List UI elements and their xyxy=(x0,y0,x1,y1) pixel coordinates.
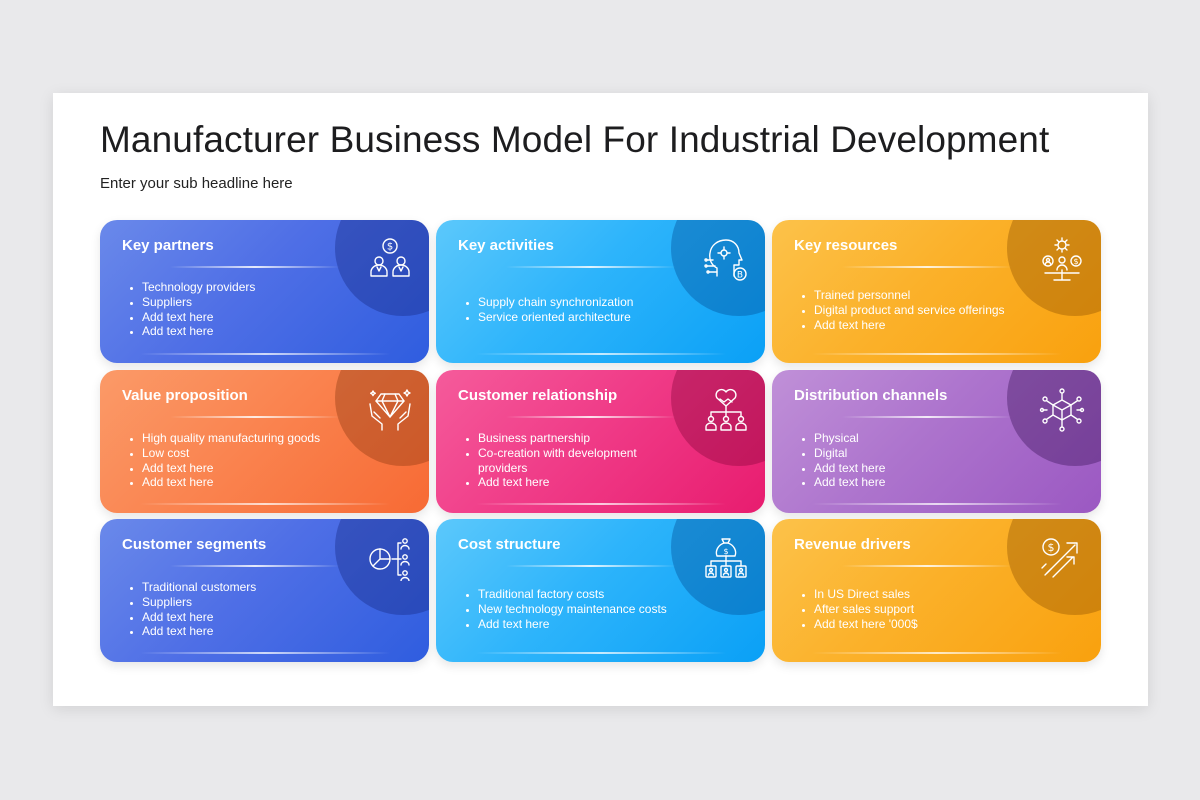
bottom-divider xyxy=(812,652,1062,654)
hands-diamond-icon xyxy=(367,386,413,432)
list-item: Business partnership xyxy=(478,431,675,446)
card-title: Key activities xyxy=(458,237,554,254)
title-divider xyxy=(170,266,340,268)
card-title: Customer relationship xyxy=(458,387,618,404)
card-title: Value proposition xyxy=(122,387,248,404)
svg-text:$: $ xyxy=(1073,257,1078,266)
list-item: Physical xyxy=(814,431,1011,446)
title-divider xyxy=(842,266,1012,268)
bottom-divider xyxy=(476,503,726,505)
pie-chart-people-icon xyxy=(367,535,413,581)
card-bullet-list: In US Direct sales After sales support A… xyxy=(794,587,1011,631)
gear-people-money-icon: $ xyxy=(1039,236,1085,282)
card-revenue-drivers: $ Revenue drivers In US Direct sales Aft… xyxy=(772,519,1101,662)
page-title: Manufacturer Business Model For Industri… xyxy=(100,119,1050,160)
list-item: Digital product and service offerings xyxy=(814,303,1011,318)
svg-text:B: B xyxy=(737,271,743,281)
card-distribution-channels: Distribution channels Physical Digital A… xyxy=(772,370,1101,513)
card-bullet-list: High quality manufacturing goods Low cos… xyxy=(122,431,339,490)
list-item: Supply chain synchronization xyxy=(478,295,675,310)
list-item: Service oriented architecture xyxy=(478,310,675,325)
slide: Manufacturer Business Model For Industri… xyxy=(53,93,1148,706)
robot-head-bitcoin-icon: B xyxy=(703,236,749,282)
list-item: Add text here xyxy=(142,475,339,490)
card-title: Key partners xyxy=(122,237,214,254)
list-item: Technology providers xyxy=(142,280,339,295)
svg-text:$: $ xyxy=(1048,541,1055,554)
page-subtitle: Enter your sub headline here xyxy=(100,175,293,192)
list-item: After sales support xyxy=(814,602,1011,617)
list-item: Add text here xyxy=(478,617,675,632)
card-bullet-list: Traditional factory costs New technology… xyxy=(458,587,675,631)
bottom-divider xyxy=(140,503,390,505)
bottom-divider xyxy=(812,503,1062,505)
list-item: Suppliers xyxy=(142,295,339,310)
card-customer-relationship: Customer relationship Business partnersh… xyxy=(436,370,765,513)
list-item: Add text here xyxy=(814,475,1011,490)
bottom-divider xyxy=(476,652,726,654)
money-bag-hierarchy-icon: $ xyxy=(703,535,749,581)
list-item: High quality manufacturing goods xyxy=(142,431,339,446)
list-item: Low cost xyxy=(142,446,339,461)
list-item: Add text here xyxy=(814,318,1011,333)
card-key-resources: $ Key resources Trained personnel Digita… xyxy=(772,220,1101,363)
list-item: Add text here xyxy=(142,324,339,339)
card-bullet-list: Physical Digital Add text here Add text … xyxy=(794,431,1011,490)
card-bullet-list: Supply chain synchronization Service ori… xyxy=(458,295,675,325)
card-title: Distribution channels xyxy=(794,387,948,404)
list-item: Digital xyxy=(814,446,1011,461)
title-divider xyxy=(842,416,1012,418)
title-divider xyxy=(506,565,676,567)
list-item: Add text here xyxy=(142,610,339,625)
svg-text:$: $ xyxy=(387,242,393,253)
heart-handshake-people-icon xyxy=(703,386,749,432)
card-title: Cost structure xyxy=(458,536,561,553)
title-divider xyxy=(170,416,340,418)
business-model-grid: $ Key partners Technology providers Supp… xyxy=(100,220,1101,662)
list-item: Co-creation with development providers xyxy=(478,446,675,476)
card-title: Customer segments xyxy=(122,536,267,553)
bottom-divider xyxy=(140,353,390,355)
list-item: Add text here '000$ xyxy=(814,617,1011,632)
list-item: Traditional customers xyxy=(142,580,339,595)
list-item: Add text here xyxy=(142,624,339,639)
list-item: New technology maintenance costs xyxy=(478,602,675,617)
card-value-proposition: Value proposition High quality manufactu… xyxy=(100,370,429,513)
list-item: Add text here xyxy=(478,475,675,490)
card-bullet-list: Business partnership Co-creation with de… xyxy=(458,431,675,490)
list-item: Suppliers xyxy=(142,595,339,610)
card-bullet-list: Traditional customers Suppliers Add text… xyxy=(122,580,339,639)
partners-money-icon: $ xyxy=(367,236,413,282)
card-bullet-list: Technology providers Suppliers Add text … xyxy=(122,280,339,339)
bottom-divider xyxy=(476,353,726,355)
bottom-divider xyxy=(140,652,390,654)
title-divider xyxy=(506,266,676,268)
bottom-divider xyxy=(812,353,1062,355)
list-item: Trained personnel xyxy=(814,288,1011,303)
svg-text:$: $ xyxy=(723,547,728,556)
card-customer-segments: Customer segments Traditional customers … xyxy=(100,519,429,662)
list-item: Traditional factory costs xyxy=(478,587,675,602)
title-divider xyxy=(170,565,340,567)
list-item: In US Direct sales xyxy=(814,587,1011,602)
list-item: Add text here xyxy=(814,461,1011,476)
card-title: Revenue drivers xyxy=(794,536,911,553)
card-key-activities: B Key activities Supply chain synchroniz… xyxy=(436,220,765,363)
card-cost-structure: $ Cost structure Traditional factory cos… xyxy=(436,519,765,662)
card-key-partners: $ Key partners Technology providers Supp… xyxy=(100,220,429,363)
list-item: Add text here xyxy=(142,461,339,476)
card-title: Key resources xyxy=(794,237,898,254)
dollar-growth-arrows-icon: $ xyxy=(1039,535,1085,581)
title-divider xyxy=(842,565,1012,567)
card-bullet-list: Trained personnel Digital product and se… xyxy=(794,288,1011,332)
title-divider xyxy=(506,416,676,418)
package-network-icon xyxy=(1039,386,1085,432)
list-item: Add text here xyxy=(142,310,339,325)
